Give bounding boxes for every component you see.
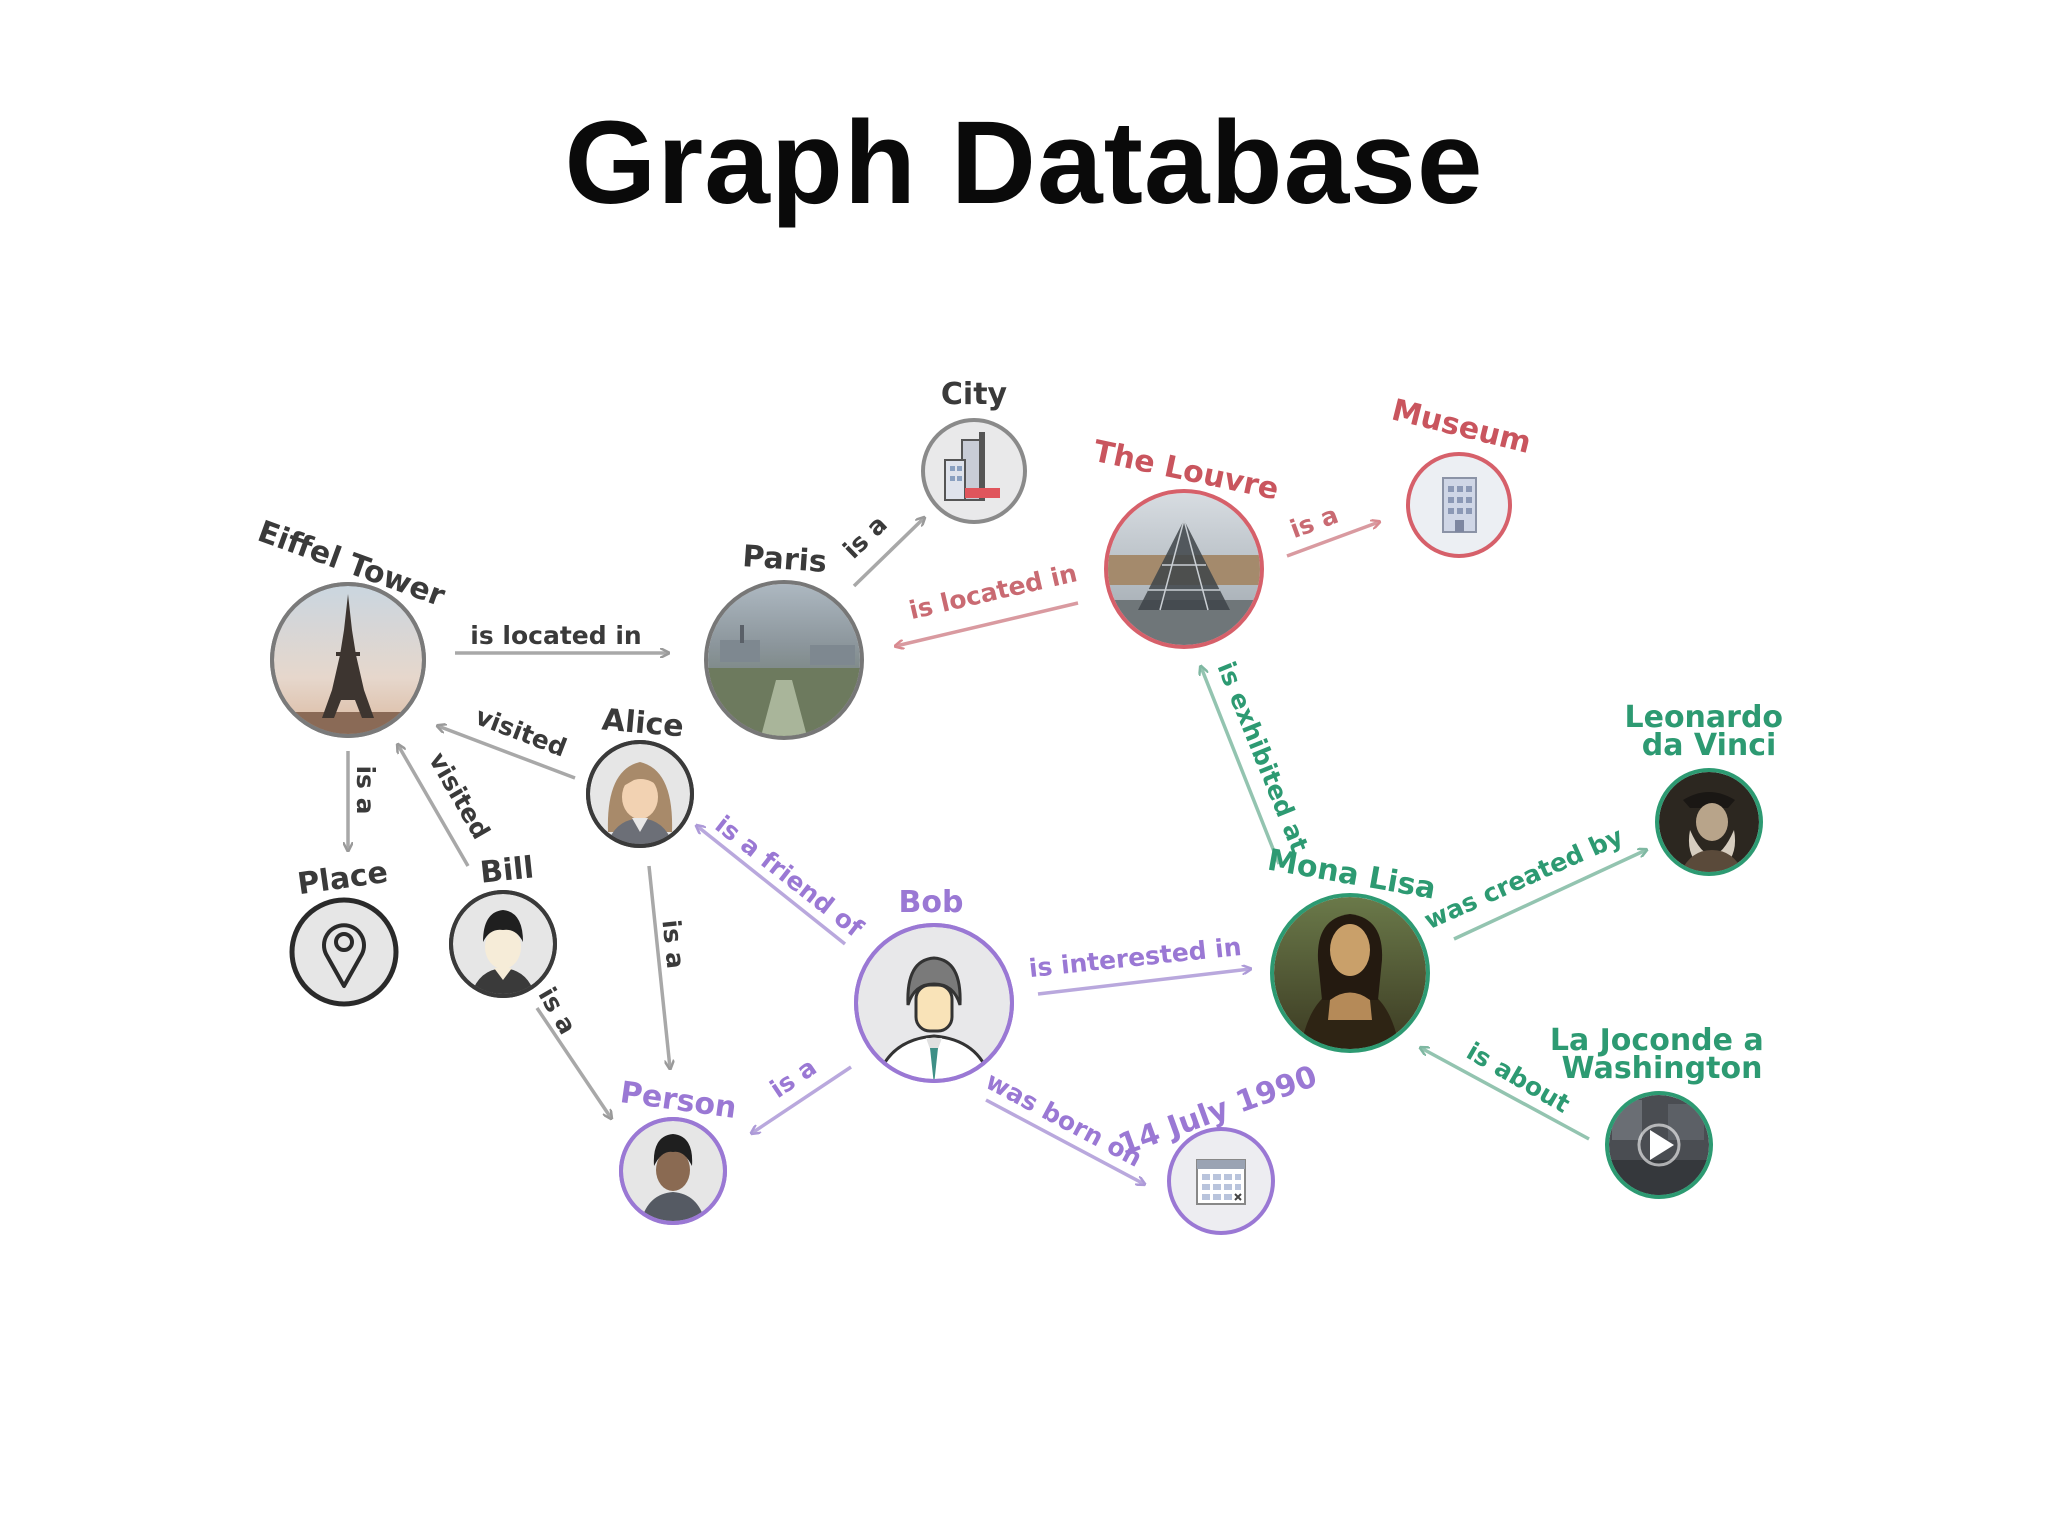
edge-label: visited	[423, 747, 496, 844]
edge-mona-lisa-was-created-by-leonardo: was created by	[1420, 821, 1646, 941]
eiffel-tower-icon	[274, 586, 422, 734]
edge-mona-lisa-is-exhibited-at-louvre: is exhibited at	[1201, 658, 1314, 865]
node-city[interactable]: City	[921, 377, 1027, 524]
edge-label: visited	[471, 701, 570, 762]
node-label: Bob	[899, 885, 964, 920]
edge-paris-is-a-city: is a	[837, 509, 924, 588]
node-bob[interactable]: Bob	[854, 885, 1014, 1085]
node-label: Leonardo da Vinci	[1624, 700, 1793, 763]
node-alice[interactable]: Alice	[586, 703, 694, 850]
node-label-line-2: da Vinci	[1642, 728, 1777, 763]
edge-label: is a	[351, 765, 380, 814]
node-the-louvre[interactable]: The Louvre	[1090, 434, 1282, 650]
node-la-joconde-a-washington[interactable]: La Joconde a Washington	[1550, 1023, 1774, 1199]
edge-alice-is-a-person: is a	[647, 865, 690, 1068]
edge-bill-is-a-person: is a	[533, 982, 611, 1118]
edge-label: is a	[656, 918, 690, 970]
edge-bill-visited-eiffel: visited	[398, 745, 496, 867]
city-photo-icon	[708, 584, 860, 736]
node-label: City	[941, 377, 1008, 412]
edge-bob-is-a-friend-of-alice: is a friend of	[697, 810, 870, 946]
edge-label: is located in	[470, 621, 641, 650]
building-icon	[944, 432, 1000, 501]
node-museum[interactable]: Museum	[1388, 393, 1534, 558]
slide-title: Graph Database	[564, 97, 1484, 229]
node-person[interactable]: Person	[618, 1075, 739, 1226]
node-label: Alice	[600, 703, 685, 745]
portrait-painting-icon	[1274, 897, 1426, 1049]
edge-eiffel-is-located-in-paris: is located in	[455, 621, 668, 653]
edge-label: is a	[765, 1052, 822, 1103]
edge-label: is a friend of	[710, 810, 870, 944]
node-label-line-2: Washington	[1562, 1051, 1763, 1086]
edge-label: is interested in	[1027, 932, 1242, 983]
node-date[interactable]: 14 July 1990	[1114, 1059, 1322, 1235]
edge-bob-is-a-person: is a	[752, 1052, 852, 1133]
edge-label: was created by	[1420, 821, 1628, 935]
play-video-icon	[1609, 1095, 1709, 1195]
edge-bob-was-born-on-date: was born on	[981, 1066, 1147, 1184]
node-label-line-1: Leonardo	[1624, 700, 1783, 735]
edge-bob-is-interested-in-mona-lisa: is interested in	[1027, 932, 1250, 996]
node-label: La Joconde a Washington	[1550, 1023, 1774, 1086]
node-bill[interactable]: Bill	[449, 850, 557, 1000]
nodes-layer: Eiffel Tower Paris	[253, 377, 1793, 1235]
node-leonardo-da-vinci[interactable]: Leonardo da Vinci	[1624, 700, 1793, 876]
edge-louvre-is-a-museum: is a	[1286, 500, 1379, 558]
node-label: Place	[295, 855, 390, 902]
location-pin-icon	[322, 923, 366, 988]
node-place[interactable]: Place	[289, 855, 399, 1007]
businessman-avatar-icon	[874, 956, 994, 1079]
woman-avatar-icon	[606, 762, 674, 844]
edges-layer: is located in is a is located in is a vi…	[348, 500, 1646, 1184]
node-label-line-1: La Joconde a	[1550, 1023, 1764, 1058]
edge-label: is located in	[906, 558, 1080, 625]
calendar-icon	[1196, 1159, 1246, 1205]
node-label: Bill	[478, 850, 535, 890]
node-paris[interactable]: Paris	[704, 539, 864, 740]
node-eiffel-tower[interactable]: Eiffel Tower	[253, 514, 450, 742]
node-label: Museum	[1388, 393, 1534, 461]
edge-label: was born on	[981, 1066, 1147, 1173]
bearded-man-portrait-icon	[1659, 772, 1759, 872]
museum-building-icon	[1442, 477, 1477, 533]
edge-louvre-is-located-in-paris: is located in	[896, 558, 1080, 646]
edge-eiffel-is-a-place: is a	[348, 751, 380, 850]
node-label: Paris	[741, 539, 828, 580]
person-avatar-icon	[640, 1134, 706, 1221]
node-mona-lisa[interactable]: Mona Lisa	[1265, 843, 1439, 1053]
